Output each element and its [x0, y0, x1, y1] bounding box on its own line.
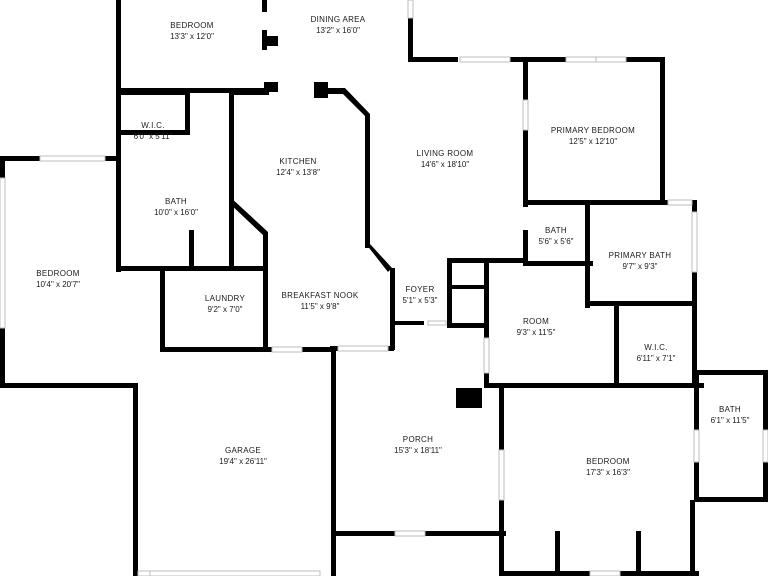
room-label-bedroom-top: BEDROOM 13'3" x 12'0": [170, 20, 214, 42]
room-label-breakfast-nook: BREAKFAST NOOK 11'5" x 9'8": [282, 290, 359, 312]
room-dims: 6'0" x 5'11": [133, 132, 173, 141]
room-label-bath-small: BATH 5'6" x 5'6": [539, 225, 574, 247]
room-dims: 9'2" x 7'0": [207, 305, 243, 314]
room-name: LAUNDRY: [204, 294, 246, 303]
room-dims: 11'5" x 9'8": [300, 302, 340, 311]
room-name: PORCH: [402, 435, 434, 444]
room-dims: 6'1" x 11'5": [710, 416, 750, 425]
room-name: KITCHEN: [279, 157, 317, 166]
room-name: PRIMARY BATH: [608, 251, 672, 260]
room-label-room: ROOM 9'3" x 11'5": [517, 316, 556, 338]
room-dims: 6'11" x 7'1": [636, 354, 676, 363]
room-name: BATH: [545, 226, 567, 235]
room-name: FOYER: [405, 285, 435, 294]
room-name: W.I.C.: [141, 121, 165, 130]
room-name: BATH: [165, 197, 187, 206]
room-dims: 17'3" x 16'3": [586, 468, 630, 477]
room-dims: 14'6" x 18'10": [420, 160, 470, 169]
room-dims: 12'5" x 12'10": [568, 137, 618, 146]
room-dims: 5'1" x 5'3": [402, 296, 438, 305]
room-dims: 12'4" x 13'8": [276, 168, 320, 177]
room-label-primary-bedroom: PRIMARY BEDROOM 12'5" x 12'10": [551, 125, 635, 147]
room-name: BEDROOM: [170, 21, 214, 30]
room-name: BATH: [719, 405, 741, 414]
room-name: W.I.C.: [644, 343, 668, 352]
room-name: BEDROOM: [36, 269, 80, 278]
room-dims: 13'3" x 12'0": [170, 32, 214, 41]
room-label-bath-left: BATH 10'0" x 16'0": [154, 196, 198, 218]
room-dims: 15'3" x 18'11": [394, 446, 442, 455]
room-dims: 19'4" x 26'11": [219, 457, 267, 466]
room-label-wic-right: W.I.C. 6'11" x 7'1": [637, 342, 676, 364]
room-name: DINING AREA: [310, 15, 366, 24]
room-label-living-room: LIVING ROOM 14'6" x 18'10": [417, 148, 474, 170]
room-label-garage: GARAGE 19'4" x 26'11": [219, 445, 267, 467]
room-dims: 10'0" x 16'0": [154, 208, 198, 217]
room-label-bath-right: BATH 6'1" x 11'5": [711, 404, 750, 426]
room-label-bedroom-left: BEDROOM 10'4" x 20'7": [36, 268, 80, 290]
room-dims: 9'3" x 11'5": [516, 328, 556, 337]
room-label-laundry: LAUNDRY 9'2" x 7'0": [205, 293, 245, 315]
room-name: BREAKFAST NOOK: [281, 291, 359, 300]
room-label-kitchen: KITCHEN 12'4" x 13'8": [276, 156, 320, 178]
room-dims: 5'6" x 5'6": [538, 237, 574, 246]
room-dims: 13'2" x 16'0": [316, 26, 360, 35]
room-label-wic-left: W.I.C. 6'0" x 5'11": [134, 120, 173, 142]
room-label-foyer: FOYER 5'1" x 5'3": [403, 284, 438, 306]
room-dims: 10'4" x 20'7": [36, 280, 80, 289]
room-label-porch: PORCH 15'3" x 18'11": [394, 434, 442, 456]
room-label-bedroom-bottom: BEDROOM 17'3" x 16'3": [586, 456, 630, 478]
room-label-primary-bath: PRIMARY BATH 9'7" x 9'3": [609, 250, 672, 272]
room-name: GARAGE: [224, 446, 262, 455]
room-name: PRIMARY BEDROOM: [550, 126, 636, 135]
room-name: ROOM: [522, 317, 550, 326]
room-name: LIVING ROOM: [416, 149, 474, 158]
room-dims: 9'7" x 9'3": [622, 262, 658, 271]
room-name: BEDROOM: [586, 457, 630, 466]
room-label-dining-area: DINING AREA 13'2" x 16'0": [311, 14, 366, 36]
